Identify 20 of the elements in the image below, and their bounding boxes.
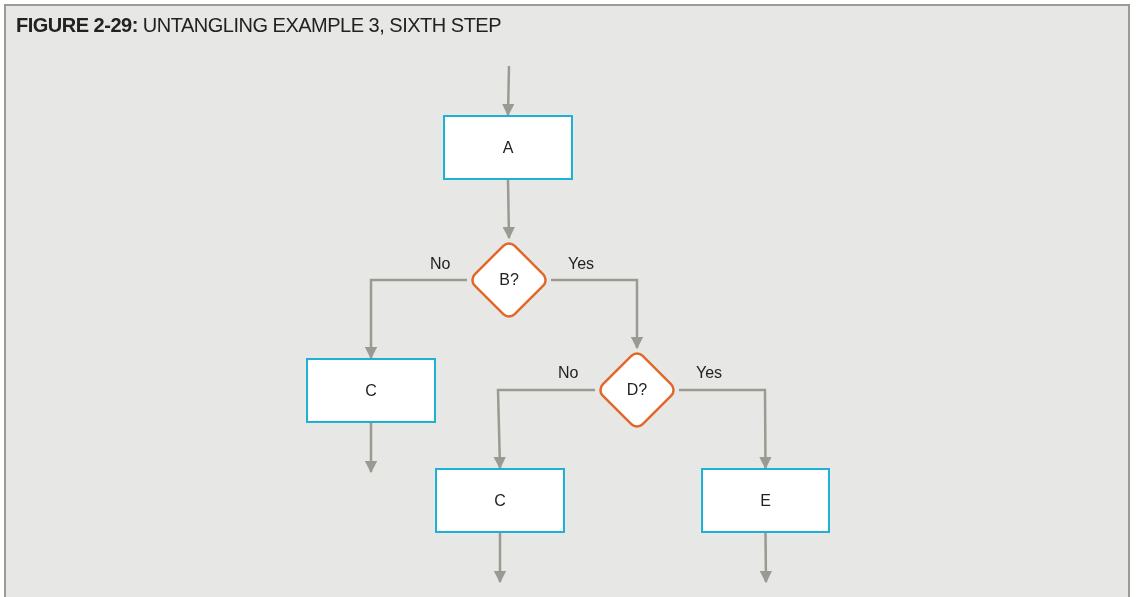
arrow [493,388,595,470]
decision-text: B? [499,271,519,289]
process-text: E [760,491,771,510]
arrow [502,65,515,117]
arrow [551,278,644,350]
process-box [443,115,573,180]
arrow [679,388,772,470]
process-text: C [365,381,377,400]
figure-title: FIGURE 2-29: UNTANGLING EXAMPLE 3, SIXTH STEP [16,14,502,37]
arrow [502,179,516,240]
process-box [306,358,436,423]
arrow [364,423,378,474]
process-box [435,468,565,533]
process-box [701,468,830,533]
arrow [493,533,507,584]
process-text: C [494,491,506,510]
process-text: A [502,138,514,157]
arrow [759,533,773,584]
arrow [364,278,467,360]
decision-text: D? [626,381,648,399]
